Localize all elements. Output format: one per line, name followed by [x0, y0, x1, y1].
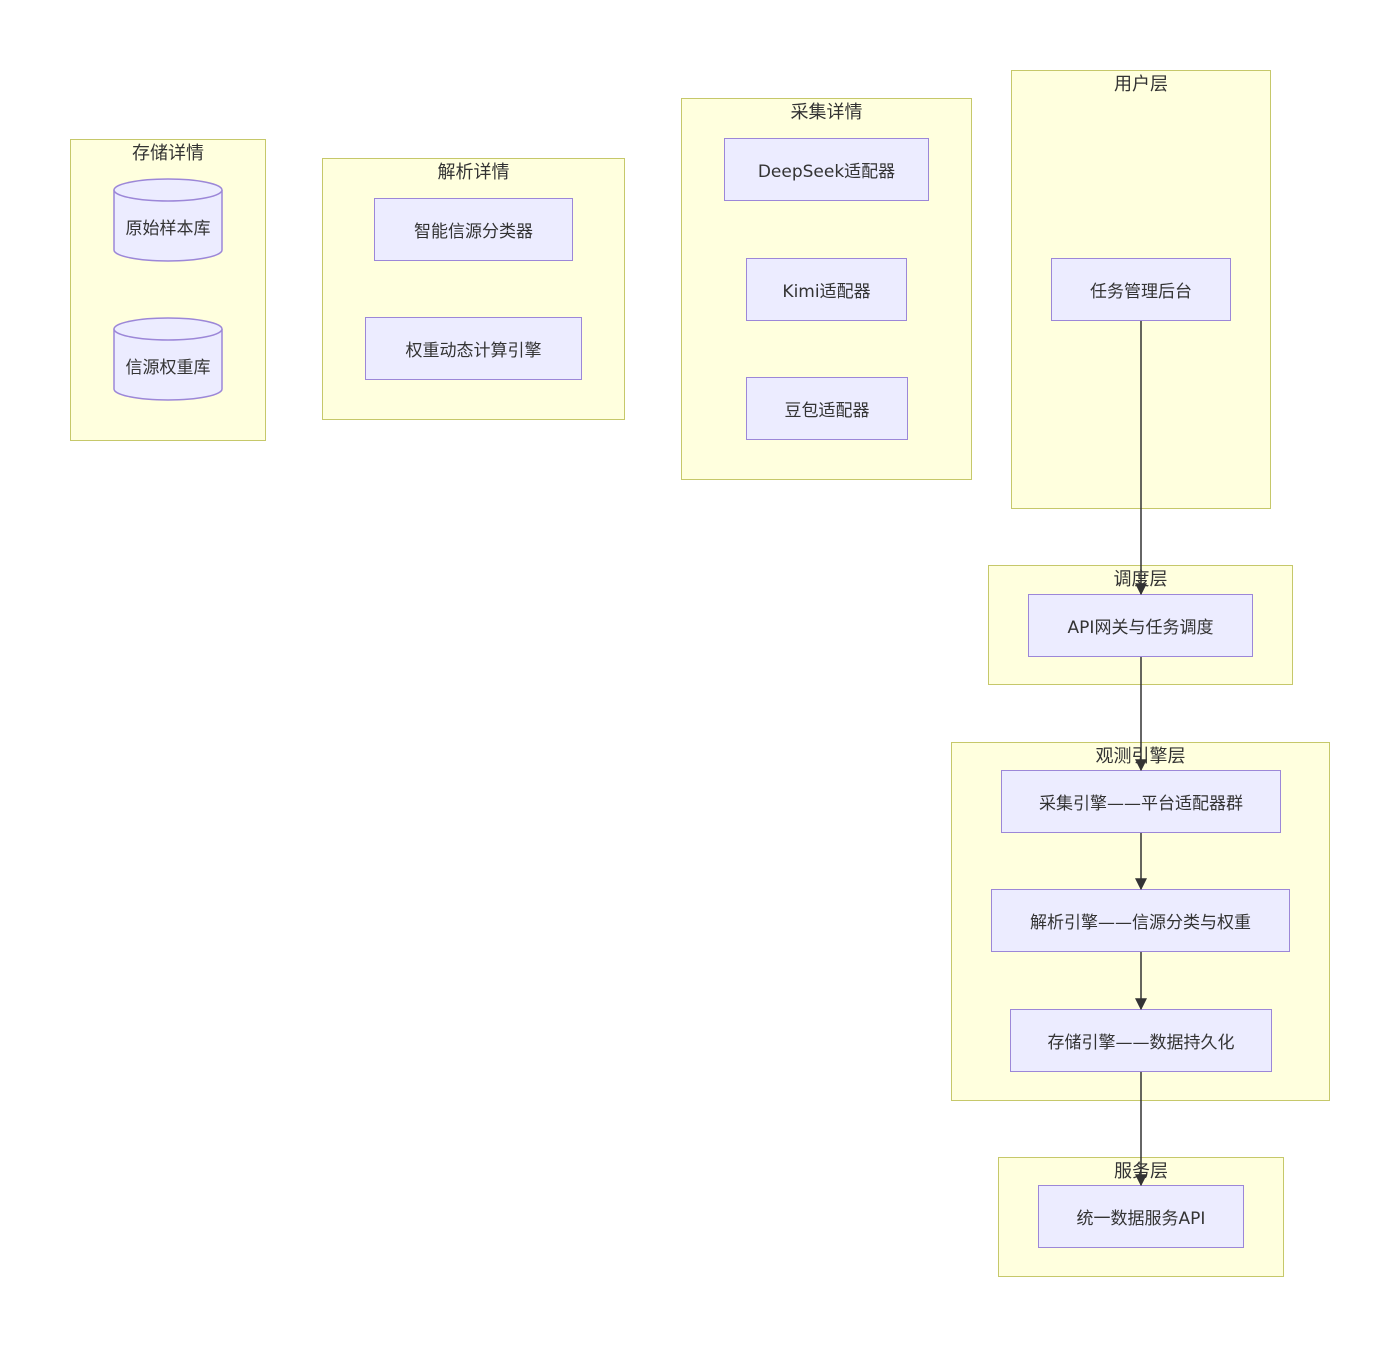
- cluster-title: 观测引擎层: [1095, 746, 1186, 767]
- node-deepseek-adapter[interactable]: DeepSeek适配器: [724, 138, 929, 201]
- cluster-title: 服务层: [1114, 1161, 1168, 1182]
- cluster-title: 采集详情: [790, 102, 863, 123]
- db-label: 原始样本库: [125, 219, 211, 239]
- cylinder-icon: [113, 317, 223, 401]
- node-storage-engine[interactable]: 存储引擎——数据持久化: [1010, 1009, 1272, 1072]
- node-task-admin[interactable]: 任务管理后台: [1051, 258, 1231, 321]
- node-kimi-adapter[interactable]: Kimi适配器: [746, 258, 907, 321]
- cylinder-icon: [113, 178, 223, 262]
- node-api-gateway[interactable]: API网关与任务调度: [1028, 594, 1253, 657]
- cluster-title: 用户层: [1114, 74, 1168, 95]
- db-label: 信源权重库: [125, 358, 211, 378]
- node-collect-engine[interactable]: 采集引擎——平台适配器群: [1001, 770, 1281, 833]
- node-parse-engine[interactable]: 解析引擎——信源分类与权重: [991, 889, 1290, 952]
- cluster-title: 调度层: [1113, 569, 1168, 590]
- node-classifier[interactable]: 智能信源分类器: [374, 198, 573, 261]
- cluster-title: 存储详情: [132, 143, 204, 164]
- node-weight-engine[interactable]: 权重动态计算引擎: [365, 317, 582, 380]
- node-doubao-adapter[interactable]: 豆包适配器: [746, 377, 908, 440]
- db-raw-sample[interactable]: 原始样本库: [113, 178, 223, 262]
- db-source-weight[interactable]: 信源权重库: [113, 317, 223, 401]
- cluster-title: 解析详情: [437, 162, 510, 183]
- node-unified-api[interactable]: 统一数据服务API: [1038, 1185, 1244, 1248]
